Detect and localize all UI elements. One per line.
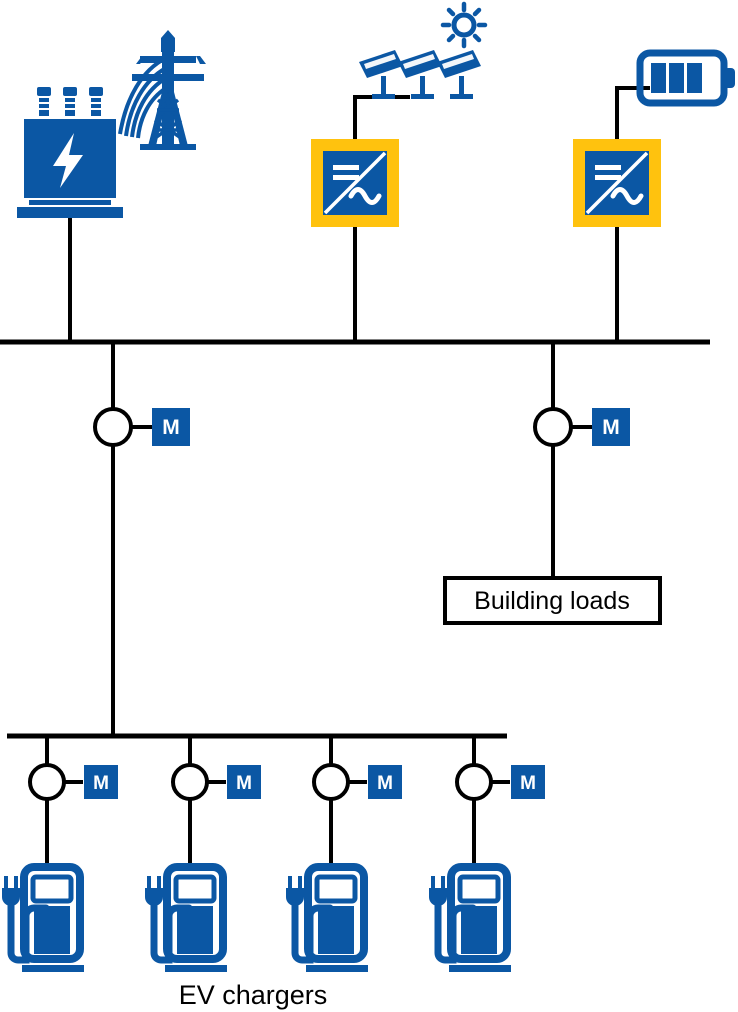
meter-box-letter: M (520, 773, 536, 794)
meter-grid-feeder[interactable]: M (93, 407, 190, 447)
building-loads-label: Building loads (474, 587, 630, 615)
ev-chargers-label: EV chargers (179, 980, 328, 1010)
meter-box-letter: M (236, 773, 252, 794)
building-loads-box (443, 576, 662, 625)
ev-charger-icon (286, 867, 368, 972)
transmission-tower-icon (118, 28, 208, 152)
ev-charger-4[interactable] (429, 867, 511, 972)
meter-box-letter: M (602, 416, 620, 439)
meter-box-letter: M (377, 773, 393, 794)
meter-ev-1[interactable]: M (28, 763, 118, 801)
inverter-icon-solar (311, 139, 399, 227)
building-loads-block[interactable]: Building loads (443, 576, 662, 625)
source-battery-storage[interactable] (573, 53, 735, 227)
meter-circle-icon (28, 763, 66, 801)
ev-charger-1[interactable] (2, 867, 84, 972)
source-grid-supply[interactable] (17, 28, 208, 218)
meter-box-letter: M (93, 773, 109, 794)
meter-circle-icon (533, 407, 573, 447)
meter-circle-icon (455, 763, 493, 801)
meter-ev-2[interactable]: M (171, 763, 261, 801)
meter-box (227, 765, 261, 799)
feeder-battery-to-inverter (615, 86, 650, 139)
meter-box (368, 765, 402, 799)
battery-icon (640, 53, 735, 103)
meter-ev-3[interactable]: M (312, 763, 402, 801)
inverter-icon-battery (573, 139, 661, 227)
transformer-icon (17, 87, 123, 218)
meter-box (152, 408, 190, 446)
ev-charger-3[interactable] (286, 867, 368, 972)
ev-charger-2[interactable] (145, 867, 227, 972)
ev-charger-icon (429, 867, 511, 972)
meter-box (84, 765, 118, 799)
ev-charger-icon (2, 867, 84, 972)
solar-panel-array-icon (359, 50, 481, 99)
meter-box-letter: M (162, 416, 180, 439)
meter-box (511, 765, 545, 799)
meter-circle-icon (171, 763, 209, 801)
source-solar-pv[interactable] (311, 4, 485, 227)
meter-box (592, 408, 630, 446)
feeder-solar-to-inverter (353, 95, 410, 139)
sun-icon (443, 4, 485, 46)
ev-charger-icon (145, 867, 227, 972)
meter-building-feeder[interactable]: M (533, 407, 630, 447)
meter-circle-icon (312, 763, 350, 801)
meter-ev-4[interactable]: M (455, 763, 545, 801)
meter-circle-icon (93, 407, 133, 447)
